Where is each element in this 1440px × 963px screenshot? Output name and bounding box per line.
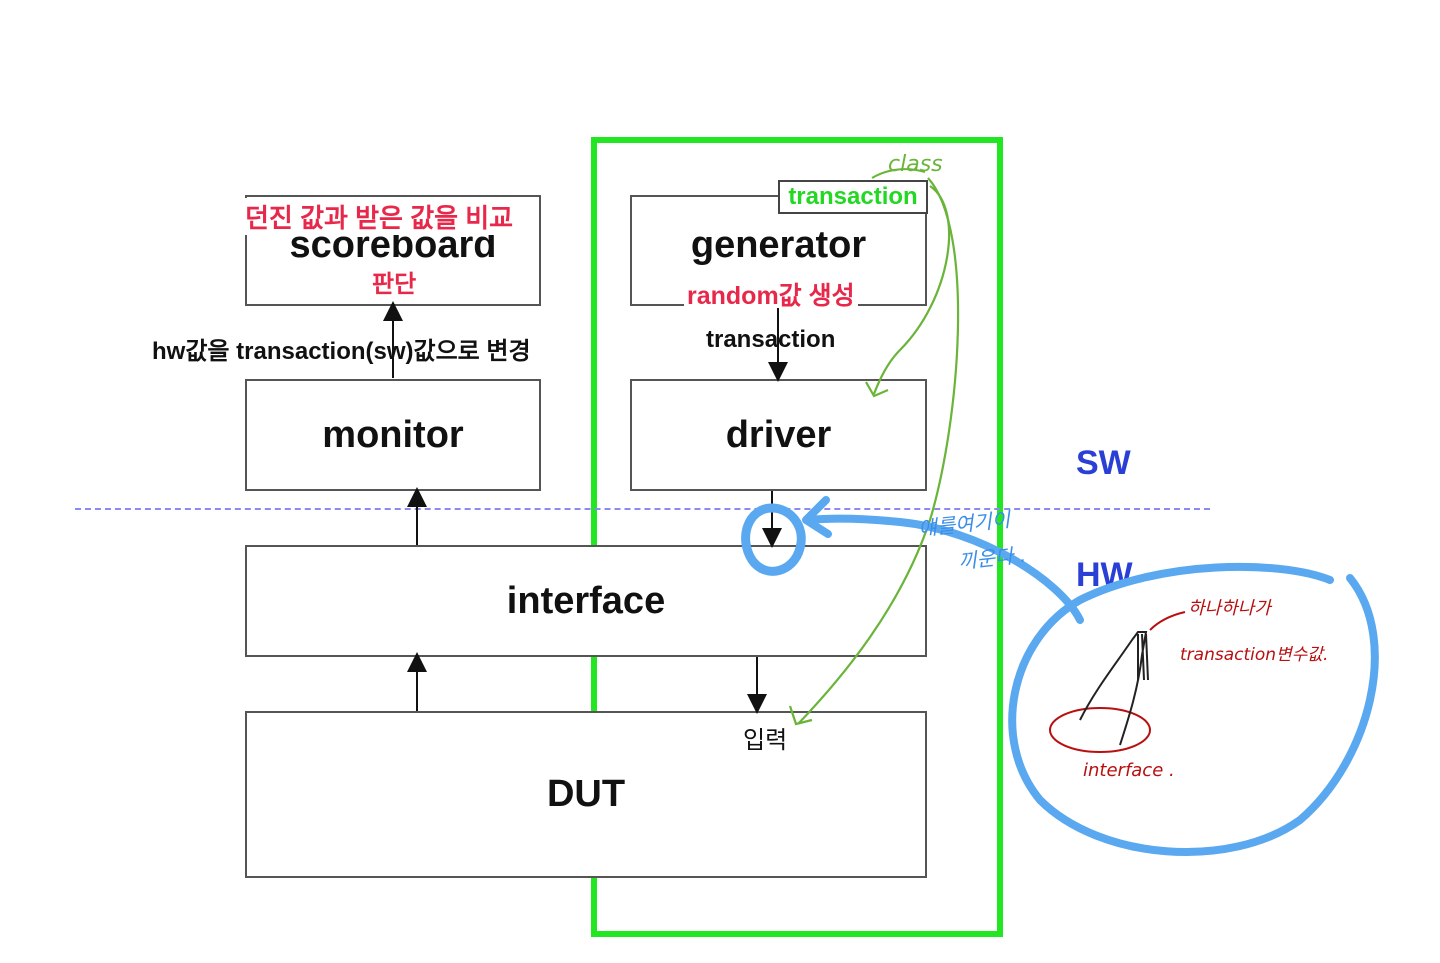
- dut-input-label: 입력: [743, 727, 788, 754]
- interface-label: interface: [506, 579, 666, 622]
- generator-random-note: random값 생성: [684, 276, 858, 312]
- red-handwritten-note-1: 하나하나가: [1188, 598, 1271, 619]
- dut-label: DUT: [546, 773, 626, 815]
- interface-box: interface: [245, 545, 927, 657]
- green-hand-curve-to-dut: [797, 177, 960, 725]
- generator-label: generator: [690, 224, 867, 266]
- sw-hw-boundary-line: [75, 508, 1210, 510]
- environment-frame: [591, 137, 1003, 937]
- hw-to-sw-conversion-label: hw값을 transaction(sw)값으로 변경: [150, 331, 533, 366]
- green-hand-class-underline: [871, 168, 926, 179]
- class-handwritten-note: class: [888, 152, 943, 177]
- red-hand-interface-ellipse: [1049, 707, 1151, 753]
- green-hand-arrowhead-driver: [865, 381, 889, 398]
- transaction-class-tag: transaction: [778, 180, 928, 214]
- scoreboard-judge-note: 판단: [372, 271, 417, 298]
- wire-bundle-sketch: [1079, 631, 1149, 746]
- red-handwritten-interface-note: interface .: [1083, 760, 1175, 781]
- monitor-label: monitor: [322, 413, 464, 456]
- red-handwritten-note-2: transaction변수값.: [1180, 645, 1329, 665]
- transaction-tag-label: transaction: [788, 183, 918, 210]
- blue-hand-connector: [804, 514, 1084, 624]
- scoreboard-compare-note: 던진 값과 받은 값을 비교: [243, 198, 516, 235]
- generator-to-driver-label: transaction: [704, 326, 838, 354]
- dut-box: DUT: [245, 711, 927, 878]
- driver-label: driver: [725, 413, 832, 456]
- green-hand-arrowhead-dut: [788, 705, 813, 726]
- blue-hand-arrowhead: [802, 496, 832, 538]
- driver-box: driver: [630, 379, 927, 491]
- green-hand-curve-to-driver: [872, 185, 951, 395]
- red-hand-pointer: [1149, 611, 1186, 631]
- blue-hand-big-circle: [1008, 562, 1379, 856]
- monitor-box: monitor: [245, 379, 541, 491]
- blue-hand-small-circle: [741, 503, 806, 576]
- sw-layer-label: SW: [1076, 444, 1131, 482]
